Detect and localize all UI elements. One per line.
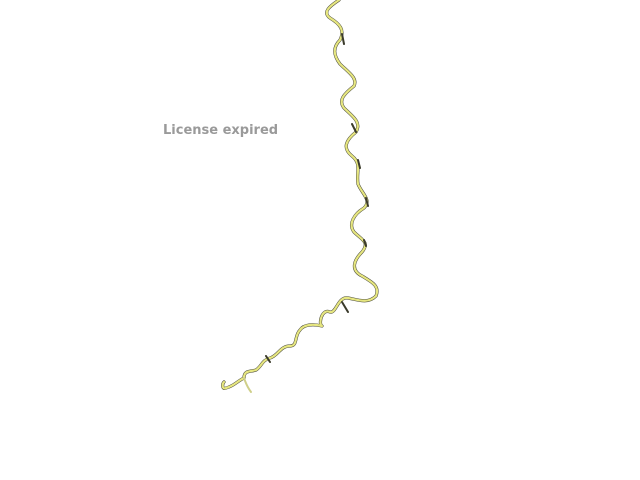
helix-turn-shade <box>265 33 369 363</box>
license-expired-label: License expired <box>163 123 279 138</box>
helix-ribbon <box>221 0 379 390</box>
helix-tail <box>243 377 252 393</box>
